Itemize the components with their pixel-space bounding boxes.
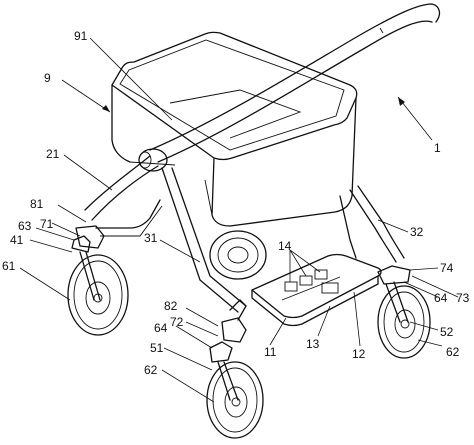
label-32: 32 <box>410 225 424 239</box>
label-11: 11 <box>264 345 277 359</box>
rear-left-wheel <box>209 230 267 280</box>
label-91: 91 <box>74 29 88 43</box>
label-14: 14 <box>278 239 292 253</box>
label-52: 52 <box>440 325 454 339</box>
leader-lines <box>19 37 459 403</box>
direction-arrow-1 <box>397 96 433 141</box>
label-64-right: 64 <box>434 291 448 305</box>
label-12: 12 <box>352 347 366 361</box>
label-13: 13 <box>306 337 320 351</box>
lower-tray <box>251 253 382 327</box>
label-72: 72 <box>170 315 184 329</box>
rear-frame-32 <box>339 185 405 263</box>
label-1: 1 <box>434 141 441 155</box>
label-64: 64 <box>154 321 168 335</box>
front-center-wheel-62 <box>206 299 264 439</box>
rear-right-wheel-62 <box>377 265 431 359</box>
label-51: 51 <box>150 341 164 355</box>
seat-basket <box>111 31 358 227</box>
label-21: 21 <box>46 147 60 161</box>
front-frame-21 <box>84 148 168 237</box>
label-73: 73 <box>456 291 470 305</box>
label-9: 9 <box>44 71 51 85</box>
label-71: 71 <box>40 217 54 231</box>
label-61: 61 <box>2 259 16 273</box>
label-74: 74 <box>440 261 454 275</box>
rear-leg-31 <box>161 167 247 313</box>
label-63: 63 <box>18 219 32 233</box>
label-41: 41 <box>10 233 24 247</box>
reference-numerals: 91 9 1 21 81 71 63 41 61 31 14 32 74 64 … <box>2 29 470 377</box>
front-left-wheel-61 <box>67 225 129 336</box>
label-31: 31 <box>144 231 158 245</box>
label-82: 82 <box>164 299 178 313</box>
label-62: 62 <box>144 363 158 377</box>
label-81: 81 <box>30 197 44 211</box>
label-62-right: 62 <box>446 345 460 359</box>
